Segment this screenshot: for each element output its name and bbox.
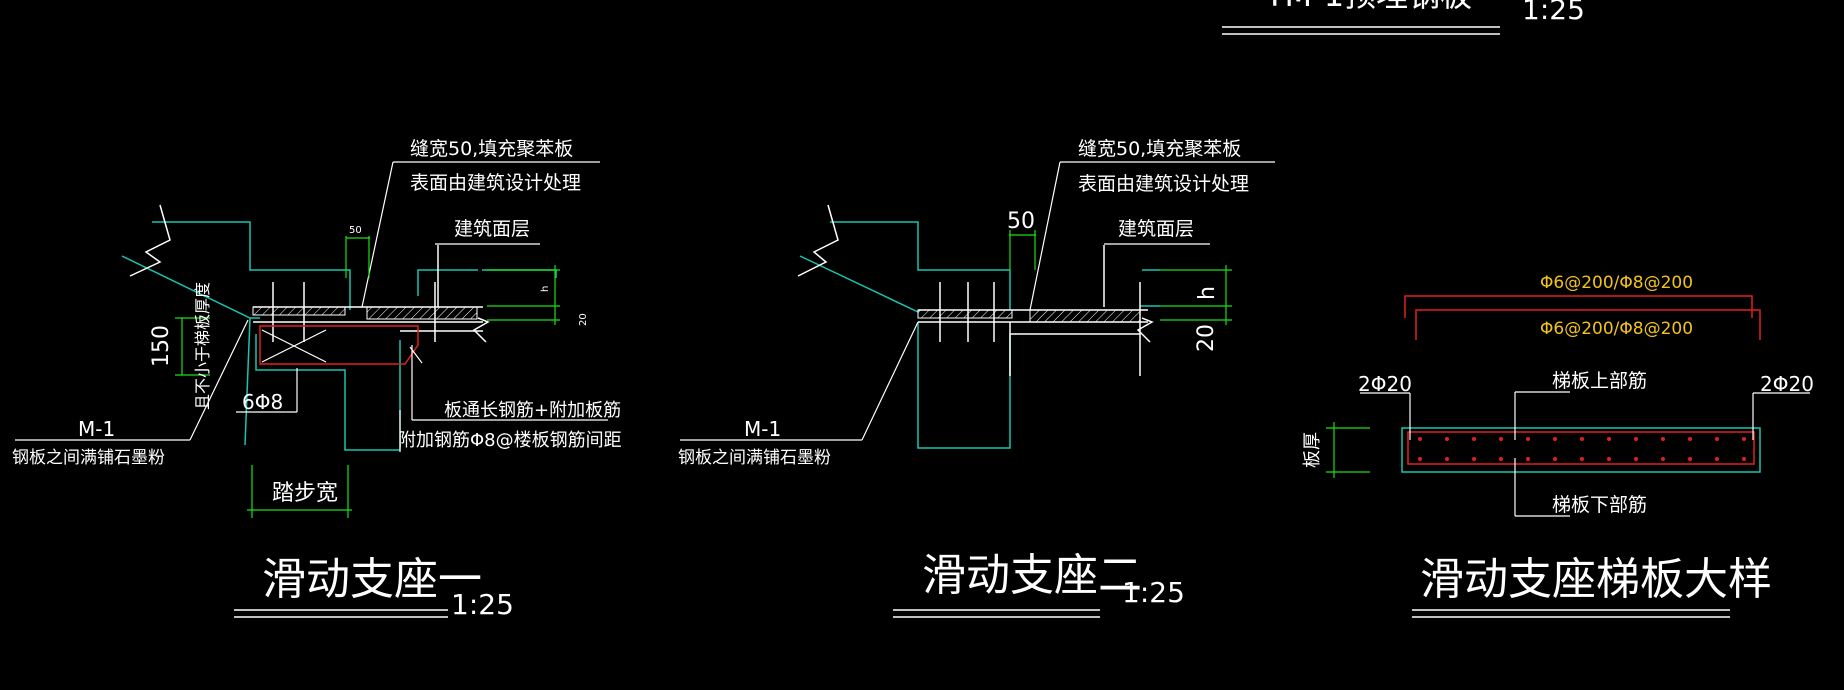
detail-2-sliding-support-2: 缝宽50,填充聚苯板 表面由建筑设计处理 建筑面层 50 h 20 M-1 钢板… [678, 138, 1275, 618]
detail-3-rebar-outline [1407, 431, 1755, 465]
detail-2-joint-note: 缝宽50,填充聚苯板 [1078, 138, 1241, 160]
rebar-dot [1634, 437, 1638, 441]
top-partial-title-block: TM-1预埋钢板 1:25 [1222, 0, 1585, 35]
rebar-dot [1499, 437, 1503, 441]
detail-1-finish-note: 建筑面层 [454, 218, 530, 240]
rebar-dot [1445, 457, 1449, 461]
rebar-dot [1418, 437, 1422, 441]
detail-1-rebar-label: 6Φ8 [242, 390, 283, 414]
detail-3-bottom-bars-label: 梯板下部筋 [1552, 494, 1647, 516]
detail-2-title: 滑动支座二 [922, 550, 1142, 601]
detail-3-slab-detail: Φ6@200/Φ8@200 Φ6@200/Φ8@200 2Φ20 2Φ20 梯板… [1302, 273, 1814, 618]
detail-1-scale: 1:25 [451, 588, 514, 621]
detail-2-dim-20: 20 [1194, 324, 1219, 352]
top-partial-scale: 1:25 [1522, 0, 1585, 26]
rebar-dot [1526, 437, 1530, 441]
detail-3-left-bars: 2Φ20 [1358, 372, 1412, 396]
rebar-dot [1607, 437, 1611, 441]
detail-1-surface-note: 表面由建筑设计处理 [410, 172, 581, 194]
detail-1-extra-bars-note: 附加钢筋Φ8@楼板钢筋间距 [398, 430, 622, 451]
detail-2-plate-label: M-1 [744, 417, 781, 441]
rebar-dot [1526, 457, 1530, 461]
detail-2-concrete-outline [799, 221, 1160, 449]
detail-1-dim-150: 150 [149, 325, 174, 367]
detail-3-slab-outline [1401, 427, 1761, 473]
rebar-dot [1715, 457, 1719, 461]
detail-1-sliding-support-1: 缝宽50,填充聚苯板 表面由建筑设计处理 建筑面层 50 h 20 150 且不… [12, 138, 622, 621]
rebar-dot [1742, 437, 1746, 441]
rebar-dot [1661, 437, 1665, 441]
detail-1-steel-plate-left [252, 306, 346, 316]
detail-1-title: 滑动支座一 [262, 554, 482, 605]
rebar-dot [1688, 457, 1692, 461]
detail-3-bottom-bar-dots [1418, 457, 1746, 461]
detail-1-dim-h: h [540, 286, 551, 292]
rebar-dot [1607, 457, 1611, 461]
detail-2-surface-layer [1029, 309, 1141, 323]
detail-3-top-bar-dots [1418, 437, 1746, 441]
detail-1-plate-label: M-1 [78, 417, 115, 441]
detail-1-rebar-cage [259, 325, 419, 365]
detail-3-rebar-top: Φ6@200/Φ8@200 [1540, 273, 1693, 293]
top-partial-title: TM-1预埋钢板 [1264, 0, 1472, 14]
detail-3-slab-thickness: 板厚 [1302, 432, 1323, 468]
rebar-dot [1418, 457, 1422, 461]
detail-2-finish-note: 建筑面层 [1118, 218, 1194, 240]
detail-2-surface-note: 表面由建筑设计处理 [1078, 173, 1249, 195]
rebar-dot [1472, 437, 1476, 441]
detail-3-rebar-bottom: Φ6@200/Φ8@200 [1540, 319, 1693, 339]
rebar-dot [1661, 457, 1665, 461]
rebar-dot [1715, 437, 1719, 441]
detail-2-dim-h: h [1195, 286, 1220, 300]
detail-1-slab-bars-note: 板通长钢筋+附加板筋 [444, 400, 621, 421]
detail-2-graphite-note: 钢板之间满铺石墨粉 [678, 448, 831, 468]
rebar-dot [1472, 457, 1476, 461]
detail-3-top-bars-label: 梯板上部筋 [1552, 370, 1647, 392]
detail-1-dim-50: 50 [349, 225, 362, 236]
rebar-dot [1742, 457, 1746, 461]
detail-3-rebar-lines [1404, 295, 1761, 340]
detail-2-steel-plate [917, 309, 1013, 319]
rebar-dot [1580, 457, 1584, 461]
rebar-dot [1580, 437, 1584, 441]
detail-3-right-bars: 2Φ20 [1760, 372, 1814, 396]
rebar-dot [1445, 437, 1449, 441]
rebar-dot [1499, 457, 1503, 461]
rebar-dot [1553, 457, 1557, 461]
detail-3-title: 滑动支座梯板大样 [1420, 554, 1772, 605]
rebar-dot [1688, 437, 1692, 441]
rebar-dot [1634, 457, 1638, 461]
detail-1-joint-note: 缝宽50,填充聚苯板 [410, 138, 573, 160]
detail-2-dim-50: 50 [1007, 209, 1035, 234]
detail-1-graphite-note: 钢板之间满铺石墨粉 [12, 448, 165, 468]
detail-2-scale: 1:25 [1122, 576, 1185, 609]
detail-1-step-width: 踏步宽 [272, 481, 338, 506]
rebar-dot [1553, 437, 1557, 441]
detail-1-dim-20: 20 [578, 313, 589, 326]
detail-1-surface-layer [366, 306, 478, 320]
detail-1-thickness-note: 且不小于梯板厚度 [193, 282, 212, 410]
